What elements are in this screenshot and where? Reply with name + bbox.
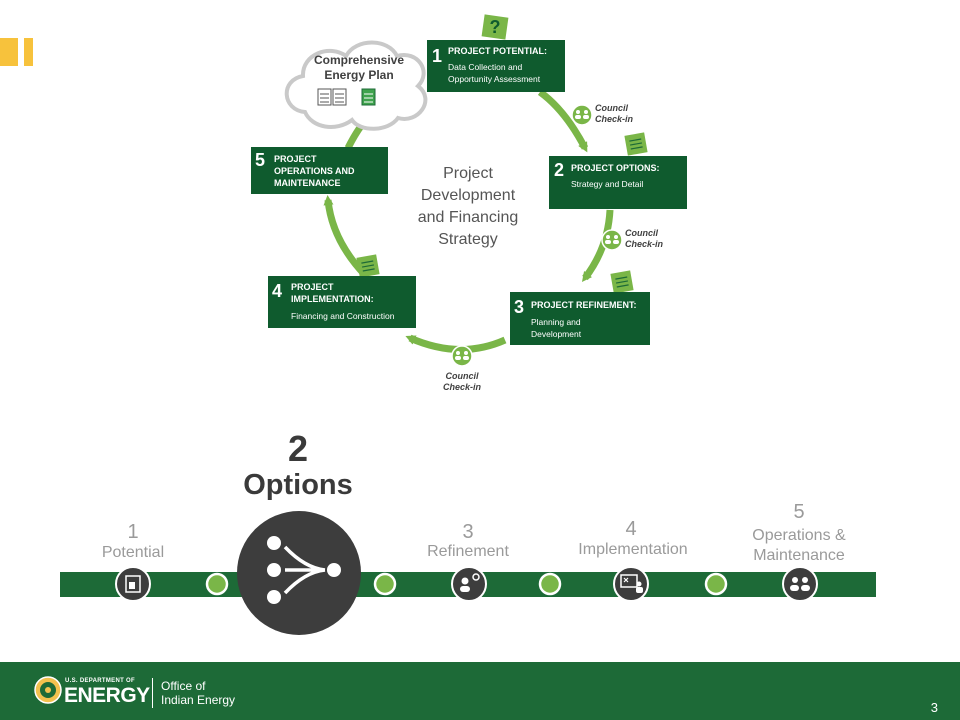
step-5-title-2: OPERATIONS AND [274,166,355,176]
footer-divider [152,678,153,708]
stage-1-icon [115,566,151,602]
stage-3-number: 3 [462,521,473,543]
stage-4-icon [613,566,649,602]
step-2-box: 2 PROJECT OPTIONS: Strategy and Detail [549,156,687,209]
step-3-sub-1: Planning and [531,317,581,327]
people-icon [605,235,619,244]
document-icon [610,270,634,294]
step-3-title: PROJECT REFINEMENT: [531,300,637,310]
checkin-2-line-1: Council [625,228,658,238]
doe-seal-icon [34,676,62,704]
green-document-icon [361,88,376,106]
stage-2-label: Options [243,469,353,501]
step-4-number: 4 [272,281,282,301]
timeline-nodes [205,572,728,596]
checkin-1-line-1: Council [595,103,628,113]
step-5-title: PROJECT [274,154,317,164]
stage-1-label: Potential [102,544,164,561]
question-mark: ? [490,17,501,37]
document-icon [317,88,347,106]
cycle-center-label: Project Development and Financing Strate… [418,165,519,248]
office-line-2: Indian Energy [161,693,236,707]
energy-plan-cloud: Comprehensive Energy Plan [284,40,428,131]
stage-5-icon [782,566,818,602]
step-1-title: PROJECT POTENTIAL: [448,46,547,56]
step-4-title-2: IMPLEMENTATION: [291,294,374,304]
plan-line-1: Comprehensive [314,53,404,67]
timeline: 1 Potential 2 Options [60,428,876,635]
stage-5-number: 5 [793,501,804,523]
step-2-title: PROJECT OPTIONS: [571,163,660,173]
step-4-sub-1: Financing and Construction [291,311,395,321]
step-5-title-3: MAINTENANCE [274,178,341,188]
step-2-sub-1: Strategy and Detail [571,179,643,189]
footer: U.S. DEPARTMENT OF ENERGY Office of Indi… [0,662,960,720]
step-1-sub-2: Opportunity Assessment [448,74,541,84]
document-icon [356,254,380,278]
people-icon [455,351,469,360]
step-4-box: 4 PROJECT IMPLEMENTATION: Financing and … [268,276,416,328]
checkin-3-line-1: Council [446,371,479,381]
step-1-box: 1 PROJECT POTENTIAL: Data Collection and… [427,40,565,92]
checkin-3-line-2: Check-in [443,382,482,392]
people-icon [575,110,589,119]
council-checkin-1: Council Check-in [571,103,634,126]
checkin-1-line-2: Check-in [595,114,634,124]
step-3-box: 3 PROJECT REFINEMENT: Planning and Devel… [510,292,650,345]
center-line-1: Project [443,165,493,182]
stage-5-label-2: Maintenance [753,547,845,564]
document-icon [624,132,648,156]
stage-4-label: Implementation [578,541,687,558]
council-checkin-2: Council Check-in [601,228,664,251]
step-1-sub-1: Data Collection and [448,62,522,72]
stage-2-active-icon [237,511,361,635]
center-line-4: Strategy [438,231,498,248]
council-checkin-3: Council Check-in [443,345,482,392]
stage-5-label: Operations & [752,527,846,544]
stage-4-number: 4 [625,518,636,540]
step-3-number: 3 [514,297,524,317]
office-name: Office of Indian Energy [161,679,235,707]
step-1-number: 1 [432,46,442,66]
office-line-1: Office of [161,679,206,693]
step-5-box: 5 PROJECT OPERATIONS AND MAINTENANCE [251,147,388,194]
agency-name-big: ENERGY [64,684,150,707]
step-3-sub-2: Development [531,329,582,339]
step-4-title: PROJECT [291,282,334,292]
stage-3-icon [451,566,487,602]
page-number: 3 [930,700,938,715]
question-document-icon: ? [481,14,509,40]
step-5-number: 5 [255,150,265,170]
stage-3-label: Refinement [427,543,509,560]
center-line-3: and Financing [418,209,519,226]
branch-icon [267,536,341,604]
step-2-number: 2 [554,160,564,180]
stage-1-number: 1 [127,521,138,543]
checkin-2-line-2: Check-in [625,239,664,249]
stage-2-number: 2 [288,428,308,469]
center-line-2: Development [421,187,516,204]
plan-line-2: Energy Plan [324,68,393,82]
agency-name-small: U.S. DEPARTMENT OF [65,678,135,684]
